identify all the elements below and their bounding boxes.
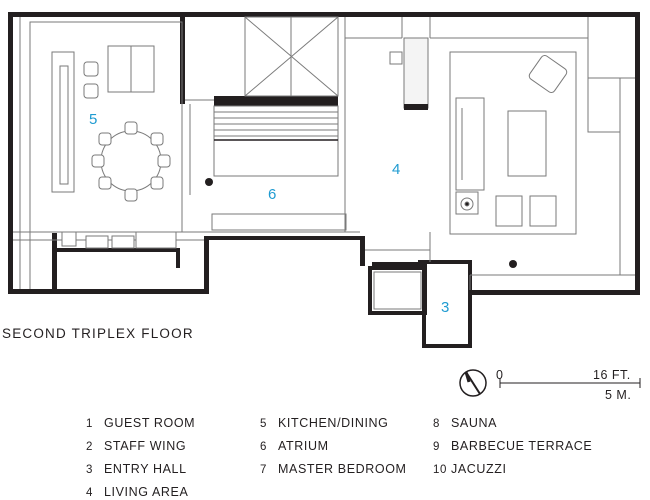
legend-label: SAUNA (451, 416, 498, 430)
room-number-living-area: 4 (392, 161, 400, 178)
legend-item: 6 ATRIUM (260, 439, 329, 453)
legend-item: 9 BARBECUE TERRACE (433, 439, 592, 453)
legend-label: MASTER BEDROOM (278, 462, 407, 476)
legend-number: 9 (433, 441, 440, 453)
legend-item: 10 JACUZZI (433, 462, 507, 476)
legend-item: 2 STAFF WING (86, 439, 186, 453)
legend-number: 3 (86, 464, 93, 476)
columns (205, 178, 517, 268)
legend-item: 8 SAUNA (433, 416, 497, 430)
legend-label: ATRIUM (278, 439, 329, 453)
entry-hall-walls (368, 260, 472, 348)
legend-item: 5 KITCHEN/DINING (260, 416, 389, 430)
legend-item: 3 ENTRY HALL (86, 462, 187, 476)
legend-item: 4 LIVING AREA (86, 485, 188, 499)
legend-number: 2 (86, 441, 93, 453)
legend-label: ENTRY HALL (104, 462, 187, 476)
legend-number: 1 (86, 418, 93, 430)
legend-number: 7 (260, 464, 267, 476)
legend-number: 6 (260, 441, 267, 453)
legend-label: KITCHEN/DINING (278, 416, 389, 430)
kitchen-dining-furniture (51, 45, 177, 249)
room-number-entry-hall: 3 (441, 299, 449, 316)
north-arrow (459, 369, 487, 397)
legend-label: GUEST ROOM (104, 416, 196, 430)
floor-title: SECOND TRIPLEX FLOOR (2, 326, 194, 341)
scale-zero: 0 (496, 368, 503, 382)
legend-number: 10 (433, 464, 447, 476)
legend-label: BARBECUE TERRACE (451, 439, 593, 453)
atrium-skylight (244, 16, 339, 97)
room-number-atrium: 6 (268, 186, 276, 203)
legend-label: LIVING AREA (104, 485, 189, 499)
legend-label: JACUZZI (451, 462, 507, 476)
legend-number: 8 (433, 418, 440, 430)
legend-item: 7 MASTER BEDROOM (260, 462, 407, 476)
living-area-furniture (389, 37, 621, 235)
legend-item: 1 GUEST ROOM (86, 416, 195, 430)
legend-label: STAFF WING (104, 439, 187, 453)
room-number-kitchen-dining: 5 (89, 111, 97, 128)
staircase (211, 105, 347, 231)
exterior-walls (8, 12, 640, 295)
scale-bar: 0 16 FT. 5 M. (496, 368, 641, 402)
scale-meters: 5 M. (605, 388, 631, 402)
legend-number: 5 (260, 418, 267, 430)
scale-feet: 16 FT. (593, 368, 631, 382)
legend-number: 4 (86, 487, 93, 499)
